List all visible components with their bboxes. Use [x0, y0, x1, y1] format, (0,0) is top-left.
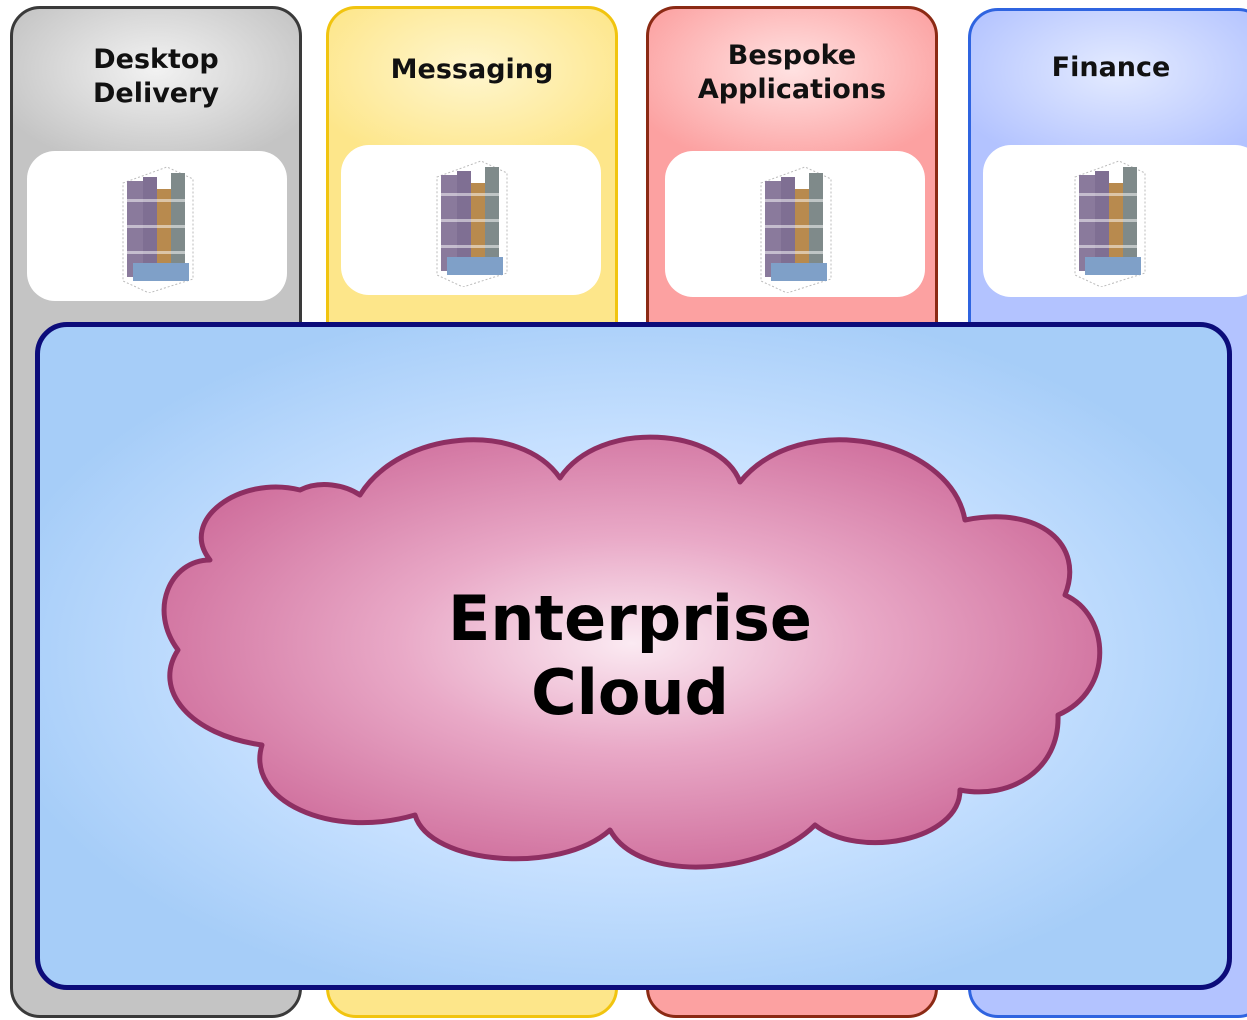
datacenter-stack-icon — [1074, 160, 1146, 287]
tile-messaging — [341, 145, 601, 295]
column-title-desktop-delivery: Desktop Delivery — [92, 44, 220, 109]
column-title-finance: Finance — [1051, 52, 1171, 83]
tile-bespoke-applications — [665, 151, 925, 297]
column-title-messaging: Messaging — [390, 54, 554, 85]
column-title-bespoke-applications: Bespoke Applications — [697, 40, 887, 105]
datacenter-stack-icon — [122, 166, 194, 293]
cloud-label-line1: Enterprise — [448, 582, 812, 655]
tile-finance — [983, 145, 1247, 297]
datacenter-stack-icon — [760, 166, 832, 293]
cloud-label-line2: Cloud — [531, 656, 729, 729]
tile-desktop-delivery — [27, 151, 287, 301]
datacenter-stack-icon — [436, 160, 508, 287]
cloud-outline — [161, 434, 1103, 870]
cloud-label: Enterprise Cloud — [420, 582, 840, 730]
